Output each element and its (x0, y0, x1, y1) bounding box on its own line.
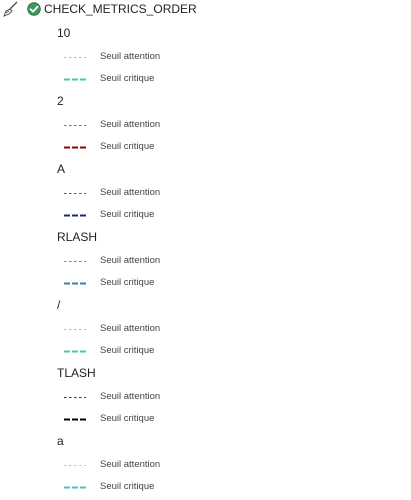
legend-item-label: Seuil attention (100, 391, 161, 402)
group-label: TLASH (57, 366, 96, 380)
legend-item-attention[interactable]: Seuil attention (64, 118, 364, 132)
legend-item-critique[interactable]: Seuil critique (64, 140, 364, 154)
group-label: 2 (57, 94, 64, 108)
legend-item-attention[interactable]: Seuil attention (64, 322, 364, 336)
broom-icon[interactable] (3, 1, 19, 17)
dotted-line-swatch (64, 329, 86, 330)
group-label: a (57, 434, 64, 448)
legend-item-attention[interactable]: Seuil attention (64, 390, 364, 404)
dashed-line-swatch (64, 350, 86, 353)
legend-item-attention[interactable]: Seuil attention (64, 458, 364, 472)
group-label: RLASH (57, 230, 98, 244)
legend-item-label: Seuil critique (100, 481, 155, 492)
legend-item-label: Seuil critique (100, 209, 155, 220)
legend-item-label: Seuil critique (100, 141, 155, 152)
dotted-line-swatch (64, 465, 86, 466)
legend-item-label: Seuil attention (100, 459, 161, 470)
legend-item-critique[interactable]: Seuil critique (64, 344, 364, 358)
legend-item-attention[interactable]: Seuil attention (64, 254, 364, 268)
legend-item-label: Seuil critique (100, 413, 155, 424)
dashed-line-swatch (64, 418, 86, 421)
legend-item-label: Seuil attention (100, 51, 161, 62)
legend-item-label: Seuil critique (100, 277, 155, 288)
legend-title: CHECK_METRICS_ORDER (44, 2, 197, 16)
group-label: A (57, 162, 66, 176)
legend-item-label: Seuil attention (100, 255, 161, 266)
dotted-line-swatch (64, 261, 86, 262)
dashed-line-swatch (64, 486, 86, 489)
dashed-line-swatch (64, 214, 86, 217)
legend-item-critique[interactable]: Seuil critique (64, 72, 364, 86)
group-label: / (57, 298, 61, 312)
legend-item-label: Seuil attention (100, 119, 161, 130)
dotted-line-swatch (64, 57, 86, 58)
dotted-line-swatch (64, 397, 86, 398)
dotted-line-swatch (64, 193, 86, 194)
legend-item-label: Seuil attention (100, 187, 161, 198)
legend-item-critique[interactable]: Seuil critique (64, 412, 364, 426)
dashed-line-swatch (64, 146, 86, 149)
legend-item-critique[interactable]: Seuil critique (64, 276, 364, 290)
legend-header: CHECK_METRICS_ORDER (0, 0, 411, 18)
legend-item-critique[interactable]: Seuil critique (64, 208, 364, 222)
dotted-line-swatch (64, 125, 86, 126)
dashed-line-swatch (64, 282, 86, 285)
check-circle-icon (27, 2, 41, 16)
legend-item-attention[interactable]: Seuil attention (64, 186, 364, 200)
legend-item-attention[interactable]: Seuil attention (64, 50, 364, 64)
dashed-line-swatch (64, 78, 86, 81)
legend-item-critique[interactable]: Seuil critique (64, 480, 364, 494)
legend-item-label: Seuil critique (100, 345, 155, 356)
legend-item-label: Seuil critique (100, 73, 155, 84)
legend-item-label: Seuil attention (100, 323, 161, 334)
group-label: 10 (57, 26, 71, 40)
